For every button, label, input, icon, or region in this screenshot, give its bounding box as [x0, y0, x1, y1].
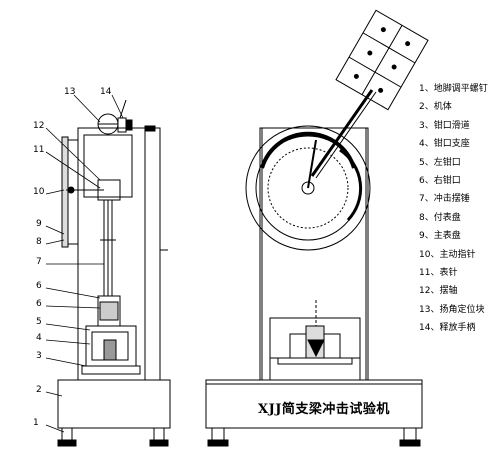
callout-6b: 6: [36, 299, 42, 309]
parts-legend: 1、地脚调平螺钉 2、机体 3、钳口滑道 4、钳口支座 5、左钳口 6、右钳口 …: [419, 80, 500, 337]
callout-12: 12: [33, 121, 44, 131]
main-dial: [245, 125, 371, 251]
callout-2: 2: [36, 385, 42, 395]
legend-item: 11、表针: [419, 267, 458, 278]
legend-item: 9、主表盘: [419, 231, 461, 242]
side-column: [77, 127, 161, 381]
callout-3: 3: [36, 351, 42, 361]
machine-title: XJJ简支梁冲击试验机: [258, 402, 390, 417]
callout-4: 4: [36, 333, 42, 343]
callout-7: 7: [36, 257, 42, 267]
front-base: [205, 379, 423, 429]
callouts: 13 14 12 11 10 9 8 7 6 6 5 4 3 2 1: [33, 87, 112, 428]
callout-8: 8: [36, 237, 42, 247]
callout-9: 9: [36, 219, 42, 229]
callout-11: 11: [33, 145, 44, 155]
legend-item: 1、地脚调平螺钉: [419, 84, 488, 94]
side-view: [57, 99, 171, 447]
callout-14: 14: [100, 87, 112, 97]
legend-item: 7、冲击摆锤: [419, 194, 470, 205]
legend-item: 8、付表盘: [419, 212, 461, 223]
legend-item: 12、摆轴: [419, 286, 458, 297]
legend-item: 10、主动指针: [419, 249, 476, 260]
legend-item: 2、机体: [419, 102, 452, 113]
legend-item: 3、钳口滑道: [419, 120, 470, 131]
side-base: [57, 379, 171, 429]
legend-item: 5、左钳口: [419, 157, 461, 168]
callout-13: 13: [64, 87, 75, 97]
callout-10: 10: [33, 187, 45, 197]
raised-hammer: [335, 9, 429, 111]
side-leaders: [45, 94, 124, 433]
front-view: [205, 9, 429, 447]
callout-1: 1: [33, 418, 39, 428]
legend-item: 4、钳口支座: [419, 139, 470, 150]
legend-item: 6、右钳口: [419, 175, 461, 186]
callout-6a: 6: [36, 281, 42, 291]
callout-5: 5: [36, 317, 42, 327]
legend-item: 14、释放手柄: [419, 323, 476, 334]
legend-item: 13、扬角定位块: [419, 304, 485, 315]
